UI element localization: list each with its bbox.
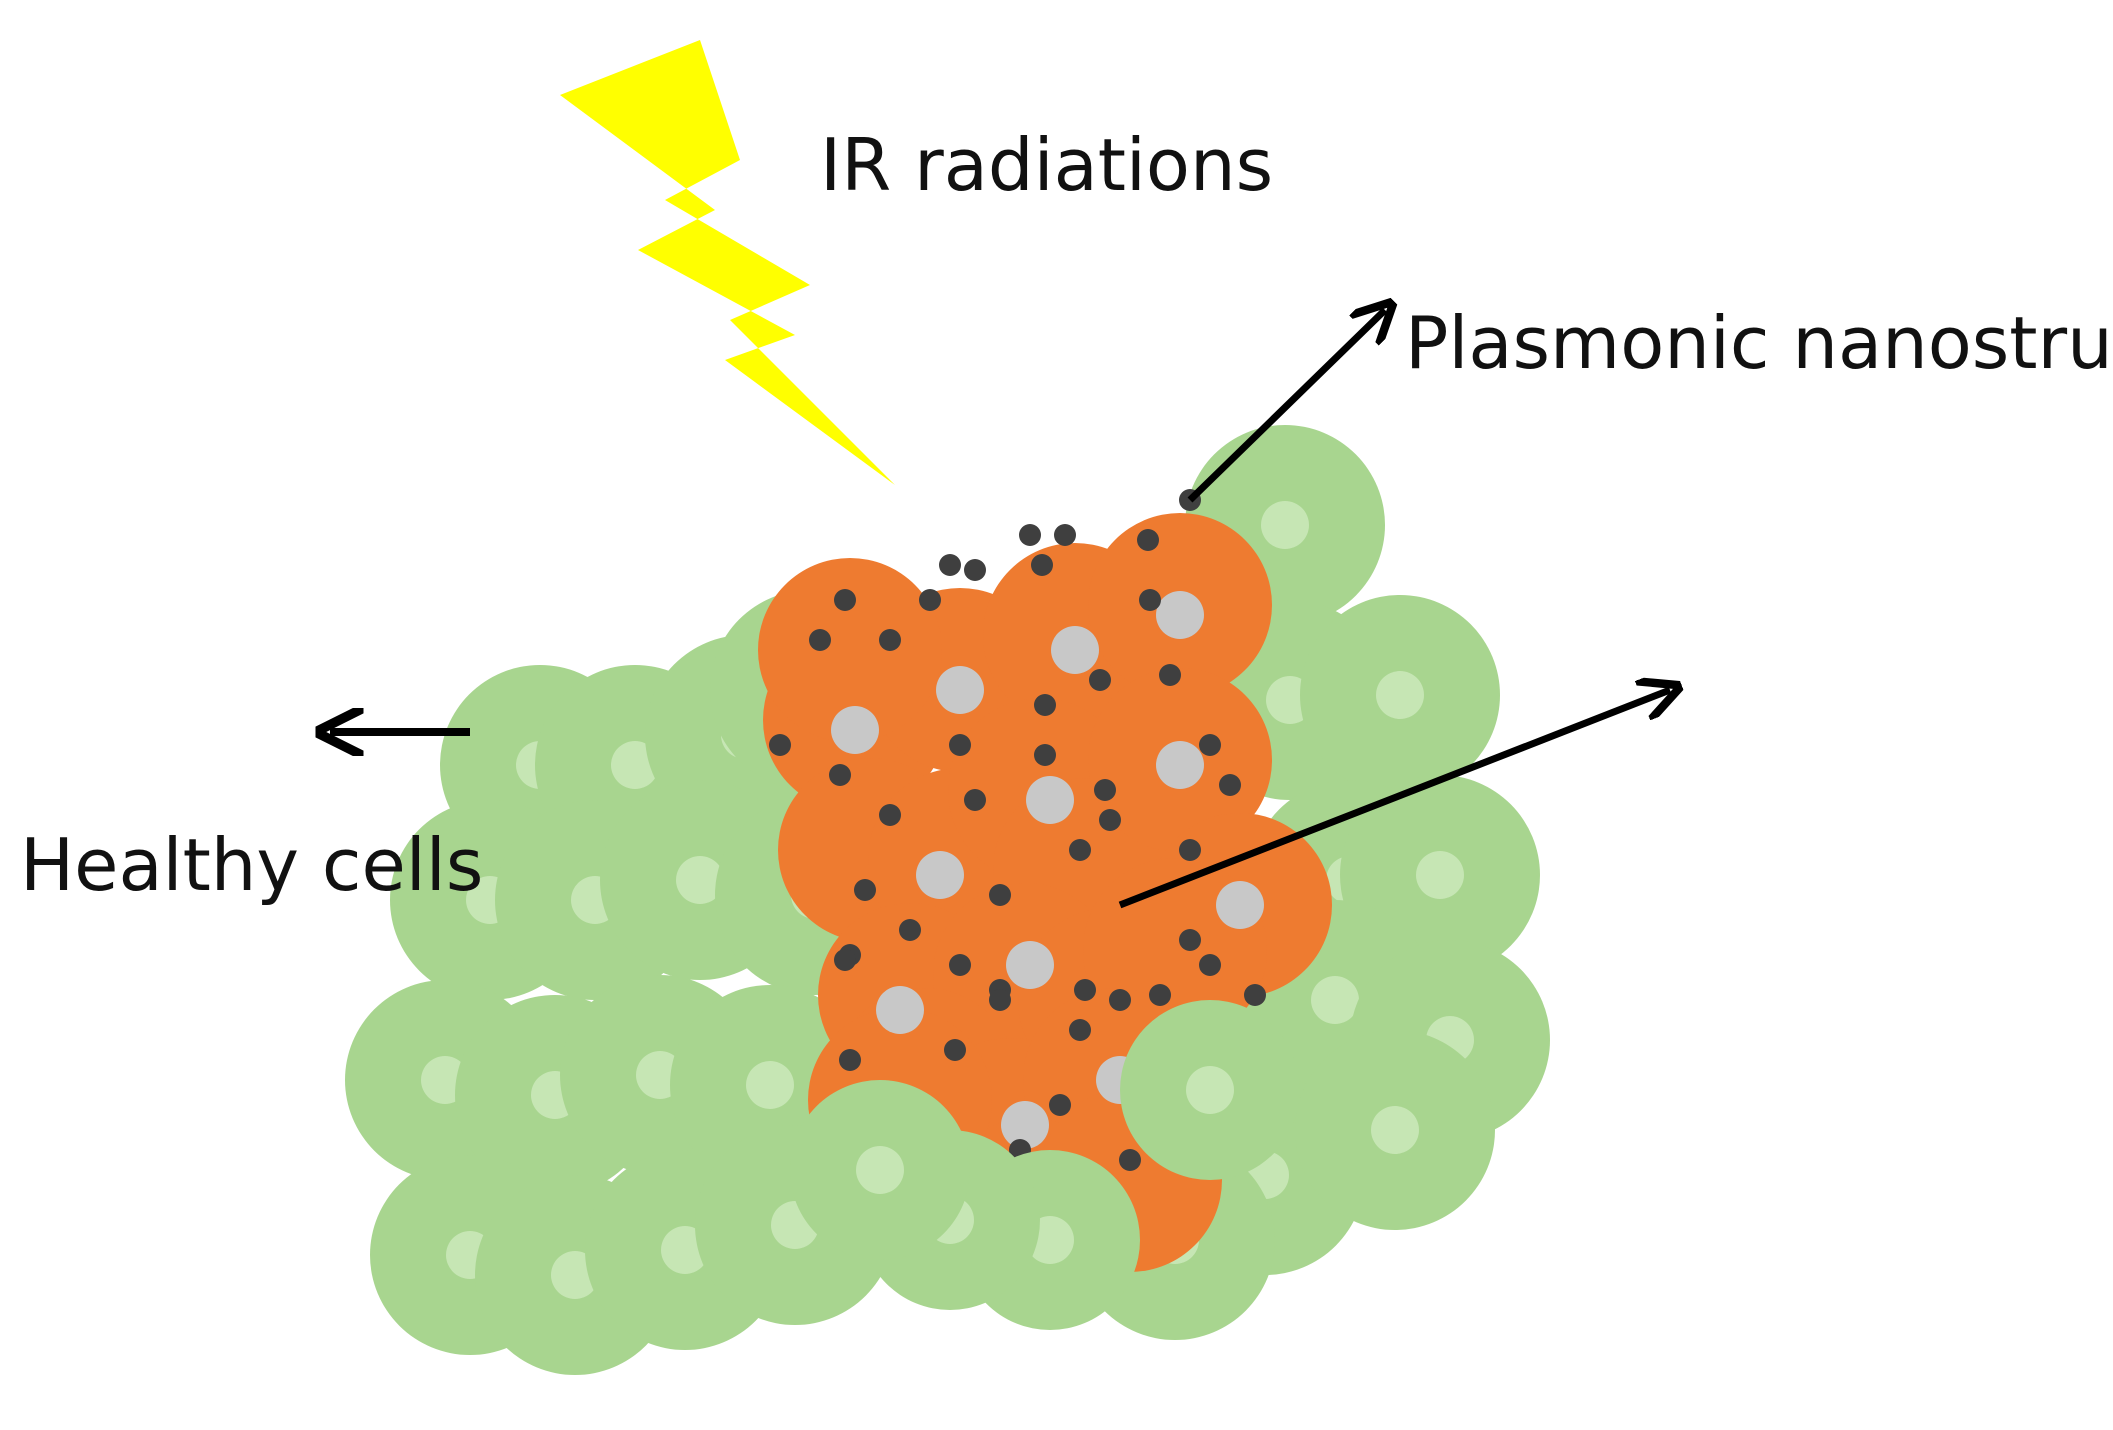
plasmonic-nanoparticle (949, 954, 971, 976)
plasmonic-nanoparticle (899, 919, 921, 941)
plasmonic-nanoparticle (1099, 809, 1121, 831)
tumor-cell-nucleus (1001, 1101, 1049, 1149)
plasmonic-nanoparticle (854, 879, 876, 901)
tumor-arrow (1118, 690, 1670, 909)
tumor-cell-nucleus (831, 706, 879, 754)
tumor-cell-nucleus (1051, 626, 1099, 674)
healthy-cell-nucleus (676, 856, 724, 904)
tumor-cell-nucleus (1216, 881, 1264, 929)
plasmonic-nanoparticle (1034, 744, 1056, 766)
plasmonic-nanoparticle (944, 1039, 966, 1061)
healthy-cell-nucleus (1376, 671, 1424, 719)
plasmonic-nanoparticle (1109, 989, 1131, 1011)
healthy-cells-front-group (790, 1000, 1300, 1330)
plasmonic-nanoparticle (834, 589, 856, 611)
plasmonic-nanoparticle (1199, 954, 1221, 976)
plasmonic-nanoparticle (1049, 1094, 1071, 1116)
tumor-cell-nucleus (1156, 591, 1204, 639)
plasmonic-nanoparticle (1094, 779, 1116, 801)
plasmonic-nanoparticle (1179, 839, 1201, 861)
plasmonic-nanoparticle (1159, 664, 1181, 686)
plasmonic-nanoparticle (839, 1049, 861, 1071)
plasmonic-nanoparticle (1054, 524, 1076, 546)
healthy-cell-nucleus (1186, 1066, 1234, 1114)
healthy-cell-nucleus (1261, 501, 1309, 549)
plasmonic-nanoparticle (989, 884, 1011, 906)
plasmonic-nanoparticle (949, 734, 971, 756)
healthy-cells-label: Healthy cells (20, 823, 483, 907)
plasmonic-nanoparticle (1031, 554, 1053, 576)
plasmonic-nanostructure-label: Plasmonic nanostructure (1405, 301, 2113, 385)
tumor-cell-nucleus (876, 986, 924, 1034)
plasmonic-nanoparticle (1119, 1149, 1141, 1171)
plasmonic-nanoparticle (1019, 524, 1041, 546)
plasmonic-nanoparticle (1074, 979, 1096, 1001)
plasmonic-nanoparticle (834, 949, 856, 971)
plasmonic-nanoparticle (1149, 984, 1171, 1006)
plasmonic-nanoparticle (939, 554, 961, 576)
healthy-cell-nucleus (746, 1061, 794, 1109)
plasmonic-nanoparticle (829, 764, 851, 786)
tumor-cell (758, 558, 942, 742)
plasmonic-nanoparticle (964, 559, 986, 581)
plasmonic-nanoparticle (1219, 774, 1241, 796)
plasmonic-nanoparticle (769, 734, 791, 756)
tumor-cell-nucleus (916, 851, 964, 899)
healthy-cell-nucleus (1311, 976, 1359, 1024)
tumor-cell-nucleus (1156, 741, 1204, 789)
plasmonic-nanoparticle (879, 629, 901, 651)
plasmonic-nanoparticle (1199, 734, 1221, 756)
plasmonic-nanoparticle (919, 589, 941, 611)
plasmonic-nanoparticle (1244, 984, 1266, 1006)
plasmonic-nanoparticle (989, 989, 1011, 1011)
plasmonic-arrow (1187, 310, 1385, 503)
tumor-cell-nucleus (1006, 941, 1054, 989)
plasmonic-nanoparticle (1034, 694, 1056, 716)
tumor-cell-nucleus (1026, 776, 1074, 824)
plasmonic-nanoparticle (1089, 669, 1111, 691)
healthy-cell-nucleus (1371, 1106, 1419, 1154)
lightning-bolt-icon (560, 40, 895, 485)
plasmonic-nanoparticle (964, 789, 986, 811)
plasmonic-nanoparticle (809, 629, 831, 651)
plasmonic-nanoparticle (1069, 839, 1091, 861)
plasmonic-nanoparticle (1139, 589, 1161, 611)
ir-radiations-label: IR radiations (820, 123, 1273, 207)
healthy-cell-nucleus (856, 1146, 904, 1194)
healthy-cell-nucleus (1416, 851, 1464, 899)
plasmonic-nanoparticle (1179, 929, 1201, 951)
plasmonic-nanoparticle (1069, 1019, 1091, 1041)
plasmonic-nanoparticle (1137, 529, 1159, 551)
tumor-cell-nucleus (936, 666, 984, 714)
plasmonic-nanoparticle (879, 804, 901, 826)
